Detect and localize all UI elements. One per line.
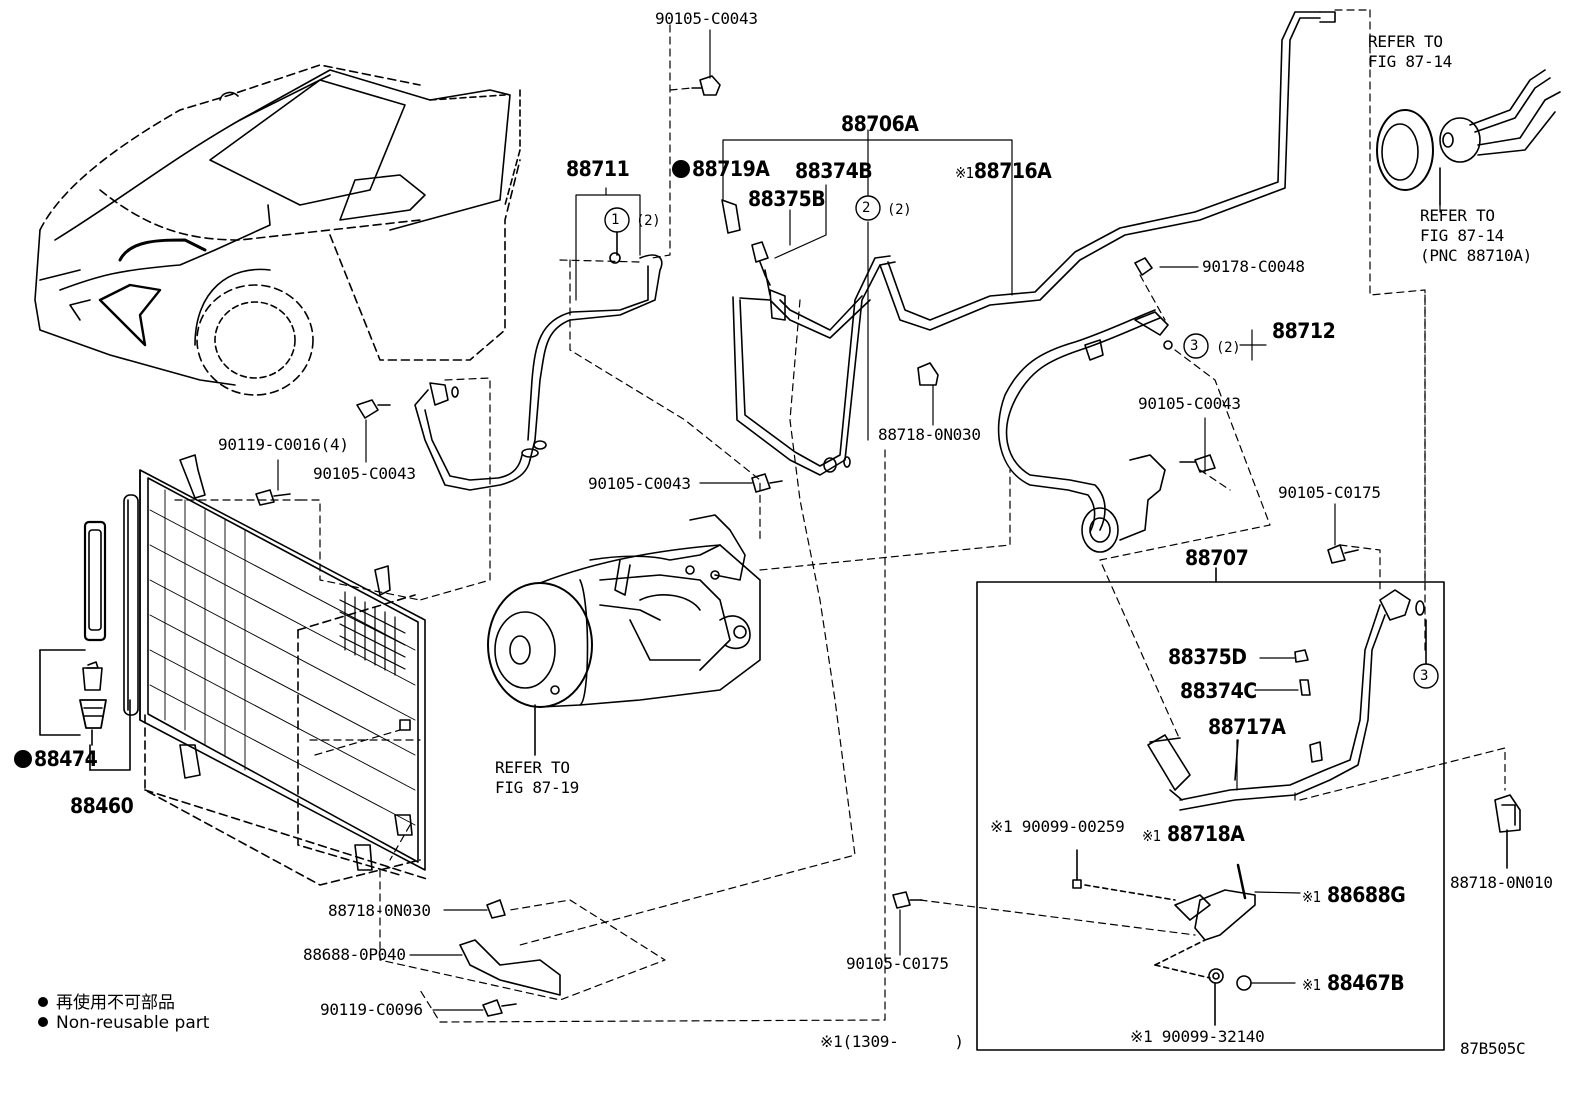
label-bolt-left[interactable]: 90105-C0043 [313,464,416,483]
label-refer-fig-87-19[interactable]: REFER TO FIG 87-19 [495,758,579,797]
label-88712[interactable]: 88712 [1272,319,1336,343]
label-bolt-mid[interactable]: 90105-C0043 [588,474,691,493]
label-88718A[interactable]: ※1 88718A [1142,822,1245,846]
reference-circles [604,195,1439,689]
label-88460[interactable]: 88460 [70,794,134,818]
pipe-88711 [414,252,663,491]
label-90178-C0048[interactable]: 90178-C0048 [1202,257,1305,276]
label-bracket-88688-0P040[interactable]: 88688-0P040 [303,945,406,964]
bullet-dot-icon [38,1017,48,1027]
label-88474[interactable]: 88474 [14,748,98,770]
label-88375B[interactable]: 88375B [748,187,826,211]
dashed-connectors [174,9,1506,1023]
label-refer-fig-87-14-top[interactable]: REFER TO FIG 87-14 [1368,32,1452,71]
label-88707[interactable]: 88707 [1185,546,1249,570]
pipe-88712 [997,309,1173,553]
circle-3-number: 3 [1190,338,1199,354]
clamp-88718-0N010 [1494,794,1521,869]
qty-label: (2) [887,202,912,218]
label-bolt-top: 90105-C0043 [655,9,758,28]
figure-code: 87B505C [1460,1039,1526,1058]
label-bolt-bottom[interactable]: 90119-C0096 [320,1000,423,1019]
condenser-88460 [123,454,431,886]
desiccant-parts [39,520,131,771]
label-88375D[interactable]: 88375D [1168,645,1247,669]
compressor [487,514,761,756]
label-88688G[interactable]: ※1 88688G [1302,883,1406,907]
label-88717A[interactable]: 88717A [1208,715,1286,739]
label-88467B[interactable]: ※1 88467B [1302,971,1405,995]
label-clamp-right[interactable]: 88718-0N010 [1450,873,1553,892]
qty-label: (2) [1216,340,1241,356]
label-refer-fig-87-14-pnc[interactable]: REFER TO FIG 87-14 (PNC 88710A) [1420,206,1532,265]
clutch-assembly [1376,69,1561,206]
label-88716A[interactable]: ※188716A [955,159,1052,183]
label-90105-C0175-top[interactable]: 90105-C0175 [1278,483,1381,502]
car-illustration [34,64,521,396]
label-clamp-left[interactable]: 88718-0N030 [328,901,431,920]
label-88374B[interactable]: 88374B [795,159,873,183]
bolts-nuts-clamps [255,75,1359,1017]
legend-item-jp: 再使用不可部品 [38,988,175,1013]
pipe-88706A-88716A [721,11,1336,476]
non-reusable-dot-icon [672,160,690,178]
label-88719A[interactable]: 88719A [672,158,770,180]
leader-lines [277,29,1441,1011]
label-90099-00259[interactable]: ※1 90099-00259 [990,817,1125,836]
box-88707 [976,567,1445,1051]
label-88711[interactable]: 88711 [566,157,630,181]
footnote-applicability: ※1(1309- ) [820,1032,964,1051]
legend-item-en: Non-reusable part [38,1013,209,1033]
label-88706A[interactable]: 88706A [841,112,919,136]
label-clamp-mid[interactable]: 88718-0N030 [878,425,981,444]
label-90119-C0016[interactable]: 90119-C0016(4) [218,435,349,454]
circle-1-number: 1 [611,212,620,228]
circle-3-number: 3 [1420,668,1429,684]
qty-label: (2) [636,213,661,229]
bullet-dot-icon [38,997,48,1007]
label-88374C[interactable]: 88374C [1180,679,1257,703]
label-bolt-right[interactable]: 90105-C0043 [1138,394,1241,413]
non-reusable-dot-icon [14,750,32,768]
label-90099-32140[interactable]: ※1 90099-32140 [1130,1027,1265,1046]
label-90105-C0175-bottom[interactable]: 90105-C0175 [846,954,949,973]
circle-2-number: 2 [862,200,871,216]
